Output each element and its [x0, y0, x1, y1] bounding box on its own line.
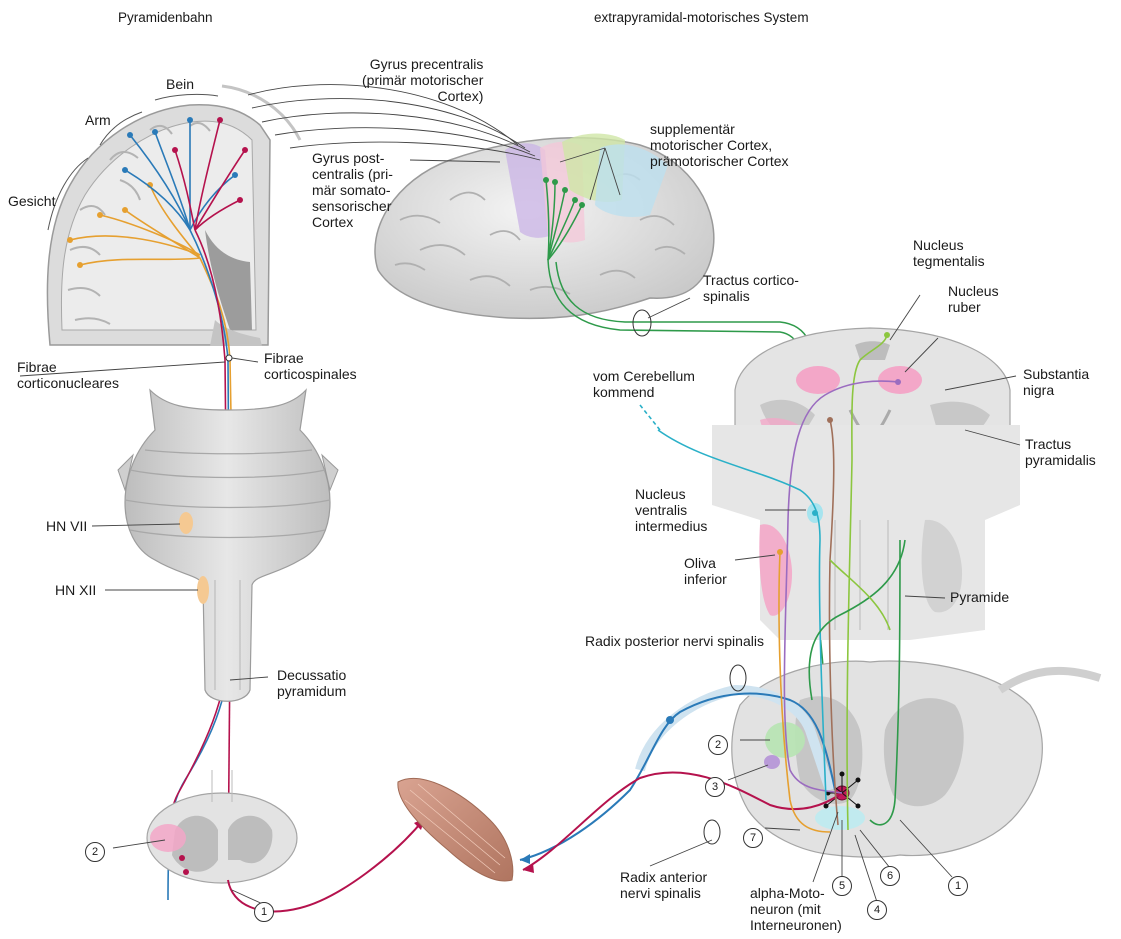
marker-right-3: 3	[705, 777, 725, 797]
marker-left-2: 2	[85, 842, 105, 862]
label-gyrus-postcentralis: Gyrus post- centralis (pri- mär somato- …	[312, 150, 393, 230]
label-substantia-nigra: Substantia nigra	[1023, 366, 1089, 398]
label-fibrae-corticospinales: Fibrae corticospinales	[264, 350, 357, 382]
medulla-section	[712, 425, 1020, 640]
label-hn-xii: HN XII	[55, 582, 96, 598]
marker-left-1: 1	[254, 902, 274, 922]
marker-right-5: 5	[832, 876, 852, 896]
spinal-cord-section-left	[147, 770, 297, 883]
label-arm: Arm	[85, 112, 111, 128]
label-bein: Bein	[166, 76, 194, 92]
marker-right-6: 6	[880, 866, 900, 886]
spinal-cord-section-right	[732, 661, 1100, 857]
label-nucleus-ventralis-intermedius: Nucleus ventralis intermedius	[635, 486, 707, 534]
marker-right-2: 2	[708, 735, 728, 755]
marker-right-7: 7	[743, 828, 763, 848]
label-hn-vii: HN VII	[46, 518, 87, 534]
label-radix-anterior: Radix anterior nervi spinalis	[620, 869, 707, 901]
label-tractus-pyramidalis: Tractus pyramidalis	[1025, 436, 1096, 468]
label-fibrae-corticonucleares: Fibrae corticonucleares	[17, 359, 119, 391]
label-gesicht: Gesicht	[8, 193, 55, 209]
label-supplementaer-cortex: supplementär motorischer Cortex, prämoto…	[650, 121, 789, 169]
label-radix-posterior: Radix posterior nervi spinalis	[585, 633, 764, 649]
label-gyrus-precentralis: Gyrus precentralis (primär motorischer C…	[362, 56, 483, 104]
label-decussatio-pyramidum: Decussatio pyramidum	[277, 667, 346, 699]
marker-right-4: 4	[867, 900, 887, 920]
label-oliva-inferior: Oliva inferior	[684, 555, 727, 587]
marker-right-1: 1	[948, 876, 968, 896]
label-pyramide: Pyramide	[950, 589, 1009, 605]
label-tractus-corticospinalis: Tractus cortico- spinalis	[703, 272, 799, 304]
brainstem-left	[118, 390, 338, 701]
label-nucleus-ruber: Nucleus ruber	[948, 283, 999, 315]
heading-extrapyramidal: extrapyramidal-motorisches System	[594, 10, 809, 26]
label-alpha-motoneuron: alpha-Moto- neuron (mit Interneuronen)	[750, 885, 842, 933]
heading-pyramidenbahn: Pyramidenbahn	[118, 10, 213, 26]
label-nucleus-tegmentalis: Nucleus tegmentalis	[913, 237, 985, 269]
label-vom-cerebellum: vom Cerebellum kommend	[593, 368, 695, 400]
